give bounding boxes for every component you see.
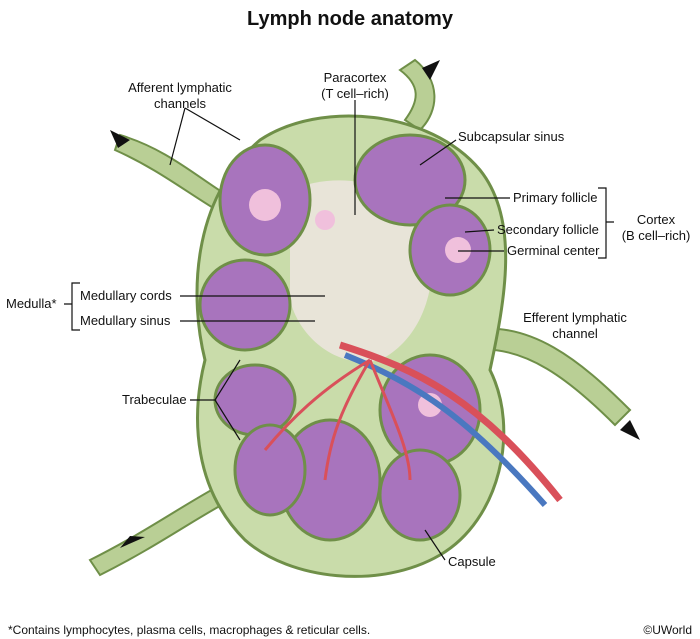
efferent-vessel — [338, 341, 563, 503]
label-germinal-center: Germinal center — [507, 243, 600, 258]
germinal-centers — [249, 189, 471, 417]
footnote: *Contains lymphocytes, plasma cells, mac… — [8, 623, 371, 637]
afferent-vessels — [88, 58, 632, 577]
copyright: ©UWorld — [643, 623, 692, 637]
label-capsule: Capsule — [448, 554, 496, 569]
label-medullary-cords: Medullary cords — [80, 288, 172, 303]
follicles — [198, 133, 492, 542]
label-medullary-sinus: Medullary sinus — [80, 313, 171, 328]
leader-lines — [64, 100, 614, 561]
label-cortex: Cortex(B cell–rich) — [621, 212, 691, 243]
label-subcapsular-sinus: Subcapsular sinus — [458, 129, 565, 144]
label-medulla: Medulla* — [6, 296, 57, 311]
diagram-title: Lymph node anatomy — [247, 8, 453, 30]
label-primary-follicle: Primary follicle — [513, 190, 598, 205]
label-trabeculae: Trabeculae — [122, 392, 187, 407]
arteries — [263, 358, 412, 481]
label-secondary-follicle: Secondary follicle — [497, 222, 599, 237]
label-paracortex: Paracortex(T cell–rich) — [321, 70, 389, 101]
